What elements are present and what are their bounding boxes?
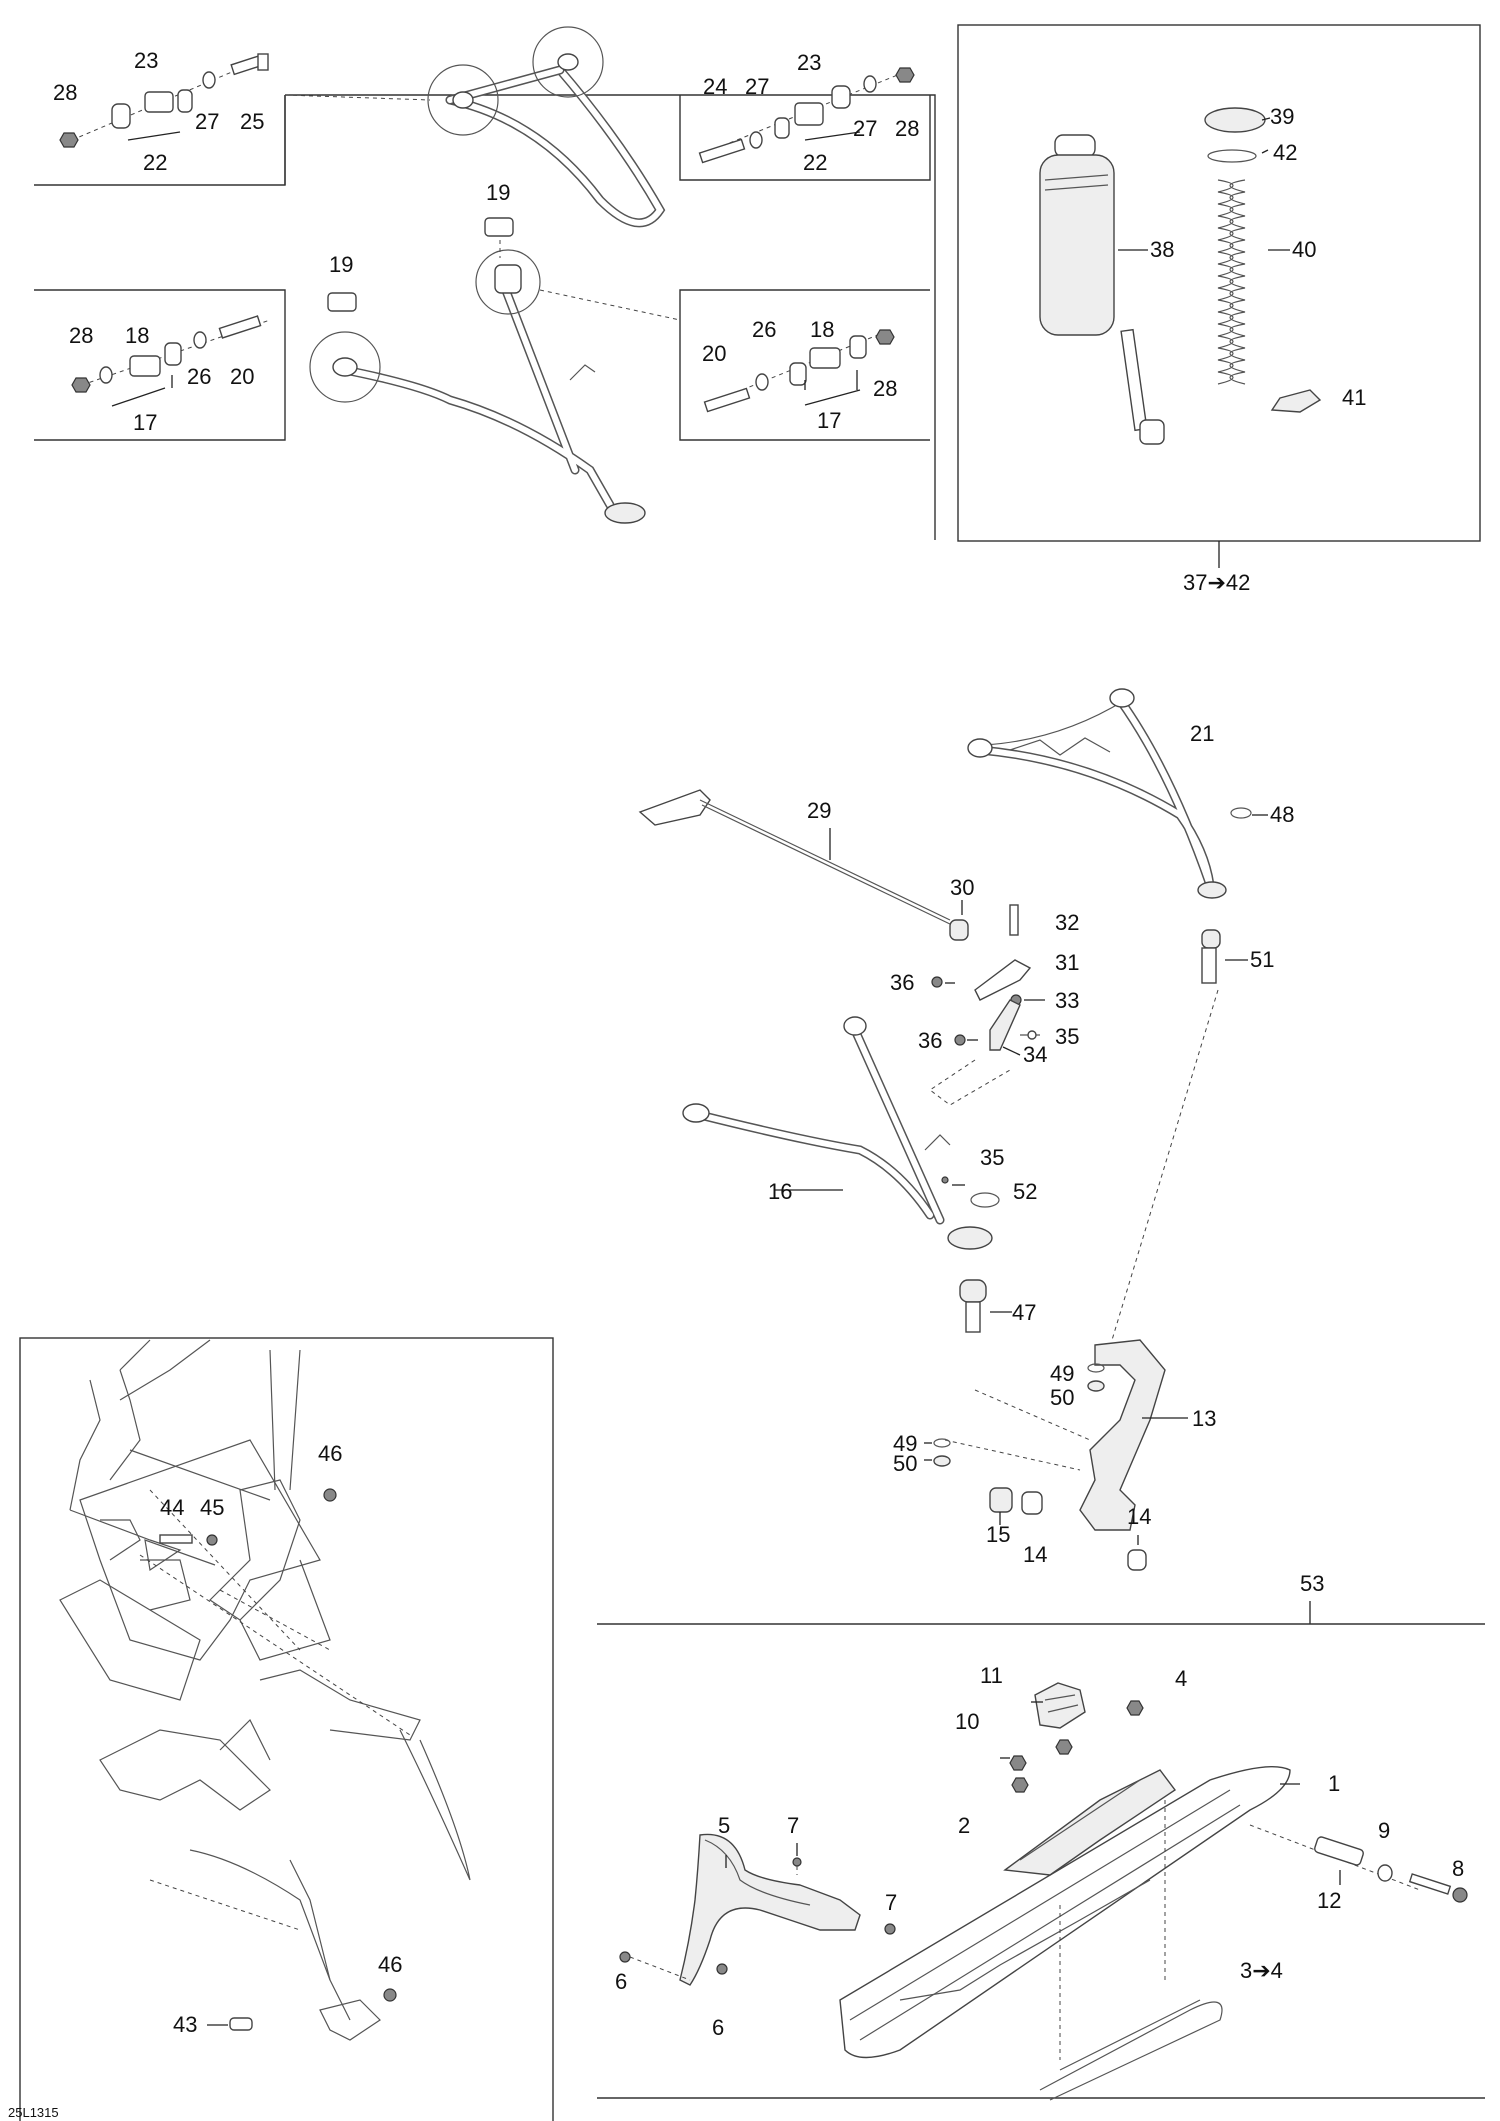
- callout-4: 4: [1175, 1666, 1187, 1691]
- sway-bar: [638, 789, 969, 941]
- ball-joint-upper: [1201, 929, 1248, 984]
- callout-13: 13: [1192, 1406, 1216, 1431]
- callout-32: 32: [1055, 910, 1079, 935]
- callout-28: 28: [895, 116, 919, 141]
- lower-a-arm: [682, 1016, 1000, 1250]
- leaders-top-left: [111, 131, 861, 407]
- ball-joint-lower: [959, 1279, 1012, 1333]
- callout-22: 22: [803, 150, 827, 175]
- callout-39: 39: [1270, 104, 1294, 129]
- callout-49: 49: [893, 1431, 917, 1456]
- callout-36: 36: [918, 1028, 942, 1053]
- callout-51: 51: [1250, 947, 1274, 972]
- callout-19: 19: [329, 252, 353, 277]
- callout-22: 22: [143, 150, 167, 175]
- hardware-set-lower-left: [71, 315, 271, 393]
- lower-a-arm-top: [309, 217, 681, 524]
- hardware-set-upper-left: [59, 53, 269, 148]
- vehicle-chassis: [59, 1339, 471, 2041]
- callout-28: 28: [69, 323, 93, 348]
- callout-14: 14: [1023, 1542, 1047, 1567]
- callout-11: 11: [980, 1663, 1003, 1688]
- callout-29: 29: [807, 798, 831, 823]
- callout-42: 42: [1273, 140, 1297, 165]
- callout-53: 53: [1300, 1571, 1324, 1596]
- callout-26: 26: [752, 317, 776, 342]
- callout-6: 6: [712, 2015, 724, 2040]
- callout-34: 34: [1023, 1042, 1047, 1067]
- shock-frame: [957, 24, 1481, 568]
- hardware-set-lower-right: [703, 329, 895, 413]
- callout-50: 50: [1050, 1385, 1074, 1410]
- sway-bar-links: [929, 904, 1045, 1106]
- callout-24: 24: [703, 74, 727, 99]
- callout-3-4: 3➔4: [1240, 1958, 1283, 1983]
- callout-43: 43: [173, 2012, 197, 2037]
- top-left-frame: [34, 94, 936, 540]
- ski-assembly: [839, 1682, 1468, 2101]
- callout-17: 17: [817, 408, 841, 433]
- callout-31: 31: [1055, 950, 1079, 975]
- callout-19: 19: [486, 180, 510, 205]
- callout-6: 6: [615, 1969, 627, 1994]
- spindle: [924, 989, 1219, 1571]
- callout-46: 46: [378, 1952, 402, 1977]
- callout-44: 44: [160, 1495, 184, 1520]
- vehicle-frame: [19, 1337, 554, 2121]
- upper-a-arm-top: [284, 26, 666, 228]
- callout-30: 30: [950, 875, 974, 900]
- callout-20: 20: [230, 364, 254, 389]
- callout-26: 26: [187, 364, 211, 389]
- callout-40: 40: [1292, 237, 1316, 262]
- callout-37-42: 37➔42: [1183, 570, 1250, 595]
- shock-absorber: [1039, 134, 1165, 445]
- callout-7: 7: [885, 1890, 897, 1915]
- callout-8: 8: [1452, 1856, 1464, 1881]
- callout-10: 10: [955, 1709, 979, 1734]
- callout-23: 23: [134, 48, 158, 73]
- callout-1: 1: [1328, 1771, 1340, 1796]
- callout-18: 18: [810, 317, 834, 342]
- callout-25: 25: [240, 109, 264, 134]
- callout-36: 36: [890, 970, 914, 995]
- callout-23: 23: [797, 50, 821, 75]
- upper-a-arm: [967, 688, 1268, 899]
- ski-kit-bracket: [597, 1601, 1485, 2099]
- callout-48: 48: [1270, 802, 1294, 827]
- callout-46: 46: [318, 1441, 342, 1466]
- callout-27: 27: [853, 116, 877, 141]
- callout-2: 2: [958, 1813, 970, 1838]
- callout-16: 16: [768, 1179, 792, 1204]
- callout-17: 17: [133, 410, 157, 435]
- callout-41: 41: [1342, 385, 1366, 410]
- callout-5: 5: [718, 1813, 730, 1838]
- callout-35: 35: [1055, 1024, 1079, 1049]
- callout-33: 33: [1055, 988, 1079, 1013]
- callout-35: 35: [980, 1145, 1004, 1170]
- callout-15: 15: [986, 1522, 1010, 1547]
- callout-38: 38: [1150, 237, 1174, 262]
- callouts: 28 23 27 25 22 24 27 23 27 28 22 19 19 2…: [8, 48, 1464, 2120]
- callout-50: 50: [893, 1451, 917, 1476]
- callout-18: 18: [125, 323, 149, 348]
- callout-27: 27: [745, 74, 769, 99]
- callout-28: 28: [53, 80, 77, 105]
- callout-21: 21: [1190, 721, 1214, 746]
- callout-12: 12: [1317, 1888, 1341, 1913]
- hardware-set-upper-right: [698, 67, 915, 164]
- callout-20: 20: [702, 341, 726, 366]
- callout-9: 9: [1378, 1818, 1390, 1843]
- callout-45: 45: [200, 1495, 224, 1520]
- callout-14: 14: [1127, 1504, 1151, 1529]
- shock-spring: [1204, 107, 1322, 413]
- callout-47: 47: [1012, 1300, 1036, 1325]
- figure-code: 25L1315: [8, 2105, 59, 2120]
- callout-49: 49: [1050, 1361, 1074, 1386]
- callout-27: 27: [195, 109, 219, 134]
- ski-handle: [619, 1833, 896, 1986]
- callout-52: 52: [1013, 1179, 1037, 1204]
- callout-7: 7: [787, 1813, 799, 1838]
- callout-28: 28: [873, 376, 897, 401]
